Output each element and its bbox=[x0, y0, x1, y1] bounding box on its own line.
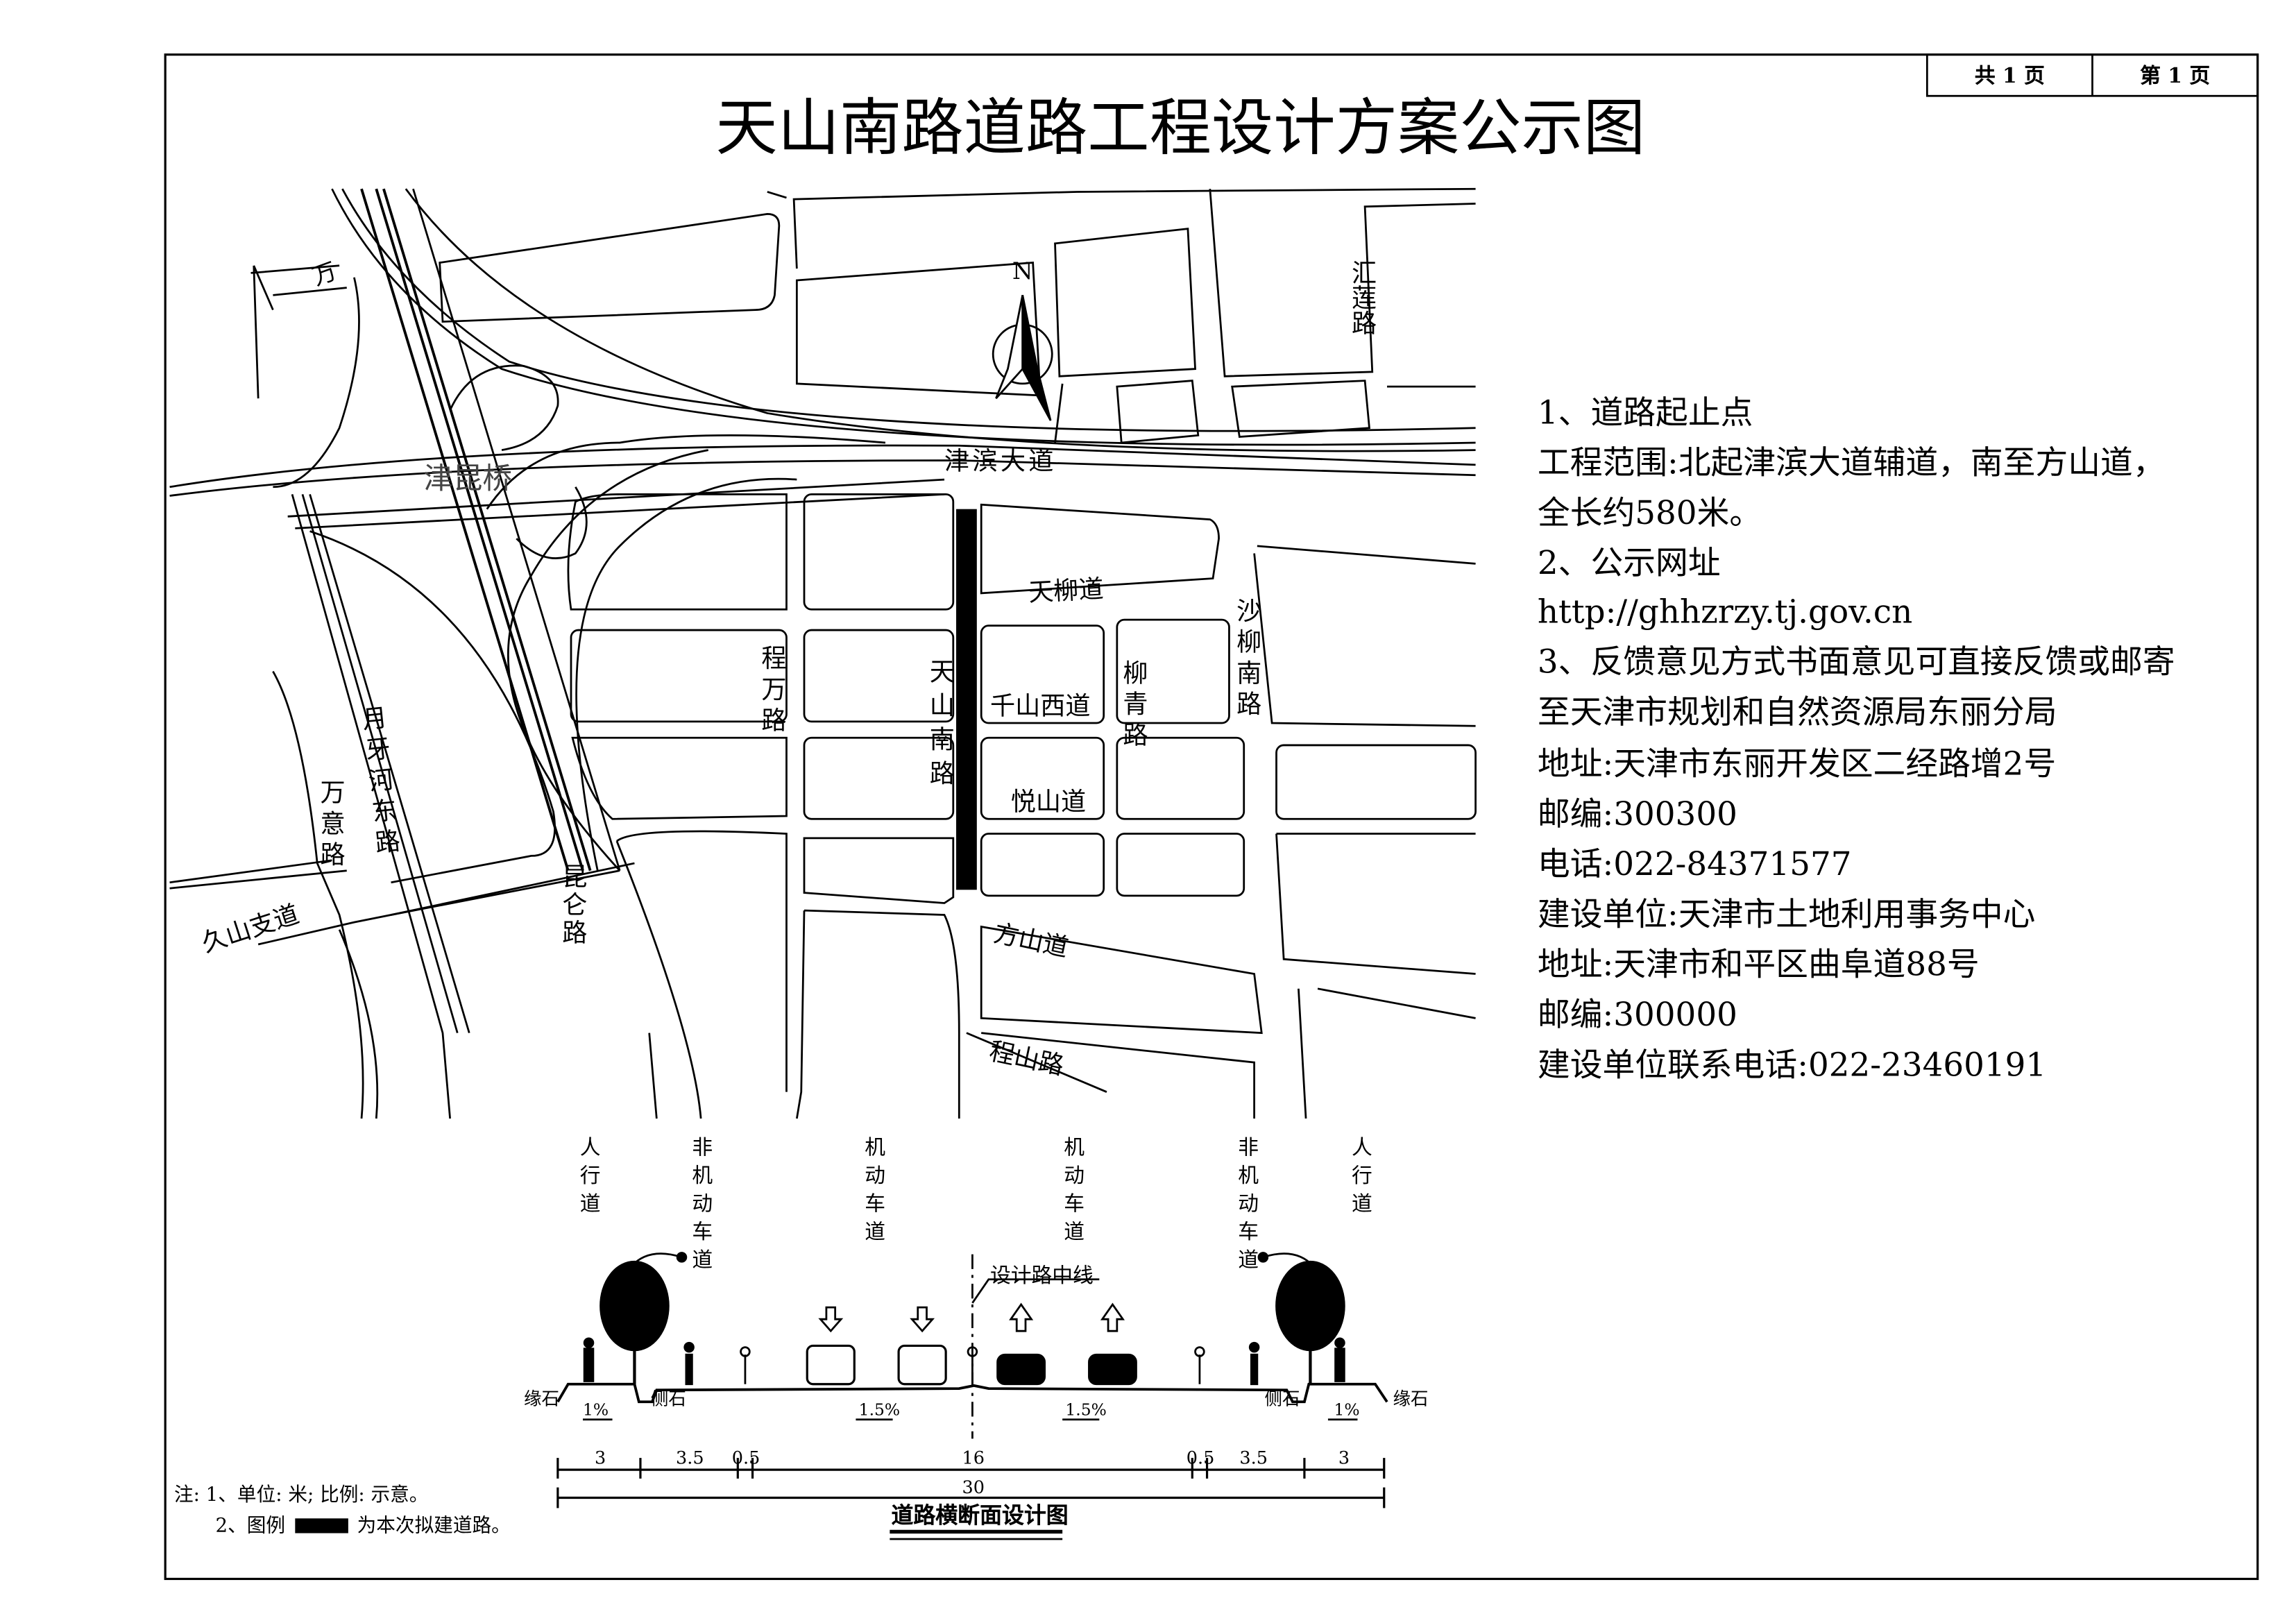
lane-label-bike-right: 非机动车道 bbox=[1234, 1136, 1259, 1277]
sheet-border bbox=[164, 53, 2259, 1581]
note-line-1: 注: 1、单位: 米; 比例: 示意。 bbox=[173, 1484, 429, 1507]
map-label-huilian: 汇莲路 bbox=[1345, 260, 1375, 335]
page-current: 第 1 页 bbox=[2140, 65, 2211, 89]
info-line: 建设单位联系电话:022-23460191 bbox=[1537, 1047, 2047, 1085]
width-label: 16 bbox=[962, 1447, 985, 1468]
north-label: N bbox=[1012, 257, 1033, 285]
map-label-wanyi: 万意路 bbox=[314, 779, 344, 872]
curb-side-left: 侧石 bbox=[650, 1388, 686, 1409]
map-label-jinkun-bridge: 津昆桥 bbox=[423, 460, 512, 496]
cross-section-title: 道路横断面设计图 bbox=[891, 1502, 1069, 1529]
tree-left-icon bbox=[599, 1252, 688, 1384]
car-icons bbox=[806, 1344, 1137, 1386]
info-url: http://ghhzrzy.tj.gov.cn bbox=[1537, 595, 1913, 632]
lane-label-motor-right: 机动车道 bbox=[1061, 1136, 1085, 1249]
lane-label-sidewalk-right: 人行道 bbox=[1348, 1136, 1372, 1221]
tree-right-icon bbox=[1257, 1252, 1345, 1384]
map-label-chengwan: 程万路 bbox=[755, 645, 785, 738]
lamp-posts-icon bbox=[740, 1346, 1205, 1384]
map-label-kunlun: 昆仑路 bbox=[556, 863, 586, 948]
info-line: 地址:天津市和平区曲阜道88号 bbox=[1537, 947, 1980, 985]
info-line: 电话:022-84371577 bbox=[1537, 847, 1852, 884]
site-map bbox=[169, 187, 1477, 1119]
slope-label: 1% bbox=[583, 1400, 609, 1420]
info-line: 1、道路起止点 bbox=[1537, 395, 1753, 433]
width-label: 0.5 bbox=[731, 1447, 760, 1468]
info-line: 工程范围:北起津滨大道辅道，南至方山道， bbox=[1537, 445, 2166, 483]
width-label: 3.5 bbox=[1239, 1447, 1268, 1468]
info-line: 2、公示网址 bbox=[1537, 545, 1721, 584]
north-arrow-icon bbox=[992, 295, 1053, 421]
curb-side-right: 侧石 bbox=[1264, 1388, 1300, 1409]
slope-label: 1% bbox=[1334, 1400, 1360, 1420]
width-label: 3 bbox=[1338, 1447, 1350, 1468]
map-label-tianshan-south: 天山南路 bbox=[924, 658, 953, 794]
slope-label: 1.5% bbox=[1065, 1400, 1107, 1420]
map-label-tianliu: 天柳道 bbox=[1028, 575, 1105, 609]
centerline-label: 设计路中线 bbox=[989, 1264, 1094, 1289]
width-label: 0.5 bbox=[1186, 1447, 1215, 1468]
info-line: 3、反馈意见方式书面意见可直接反馈或邮寄 bbox=[1537, 645, 2175, 682]
planned-road-tianshan-south bbox=[956, 509, 977, 890]
note-line-2-suffix: 为本次拟建道路。 bbox=[357, 1515, 511, 1538]
dimension-lines bbox=[556, 1458, 1386, 1509]
info-line: 至天津市规划和自然资源局东丽分局 bbox=[1537, 695, 2057, 732]
info-line: 建设单位:天津市土地利用事务中心 bbox=[1537, 897, 2036, 935]
lane-label-bike-left: 非机动车道 bbox=[689, 1136, 713, 1277]
slope-label: 1.5% bbox=[858, 1400, 901, 1420]
note-line-2-prefix: 2、图例 bbox=[215, 1515, 286, 1538]
info-line: 邮编:300000 bbox=[1537, 997, 1737, 1035]
map-label-shaliu-south: 沙柳南路 bbox=[1230, 597, 1261, 722]
total-width-label: 30 bbox=[962, 1477, 985, 1498]
map-label-liuqing: 柳青路 bbox=[1116, 659, 1147, 753]
page-total: 共 1 页 bbox=[1974, 65, 2045, 89]
legend-swatch bbox=[295, 1518, 348, 1533]
direction-arrow-icons bbox=[818, 1302, 1125, 1333]
map-label-qianshan-west: 千山西道 bbox=[989, 692, 1091, 722]
lane-label-motor-left: 机动车道 bbox=[861, 1136, 885, 1249]
page-title: 天山南路道路工程设计方案公示图 bbox=[715, 91, 1646, 164]
map-label-yueshan: 悦山道 bbox=[1010, 788, 1087, 818]
cyclist-icons bbox=[683, 1341, 1260, 1386]
info-line: 全长约580米。 bbox=[1537, 495, 1762, 533]
cross-section-graphic bbox=[295, 1252, 1388, 1540]
info-line: 地址:天津市东丽开发区二经路增2号 bbox=[1537, 747, 2057, 784]
width-label: 3.5 bbox=[675, 1447, 704, 1468]
info-line: 邮编:300300 bbox=[1537, 797, 1737, 834]
curb-outer-right: 缘石 bbox=[1393, 1388, 1429, 1409]
curb-outer-left: 缘石 bbox=[523, 1388, 560, 1409]
map-label-jinbin-avenue: 津滨大道 bbox=[944, 447, 1057, 477]
pedestrian-icons bbox=[583, 1337, 1345, 1382]
width-label: 3 bbox=[595, 1447, 606, 1468]
lane-label-sidewalk-left: 人行道 bbox=[577, 1136, 601, 1221]
